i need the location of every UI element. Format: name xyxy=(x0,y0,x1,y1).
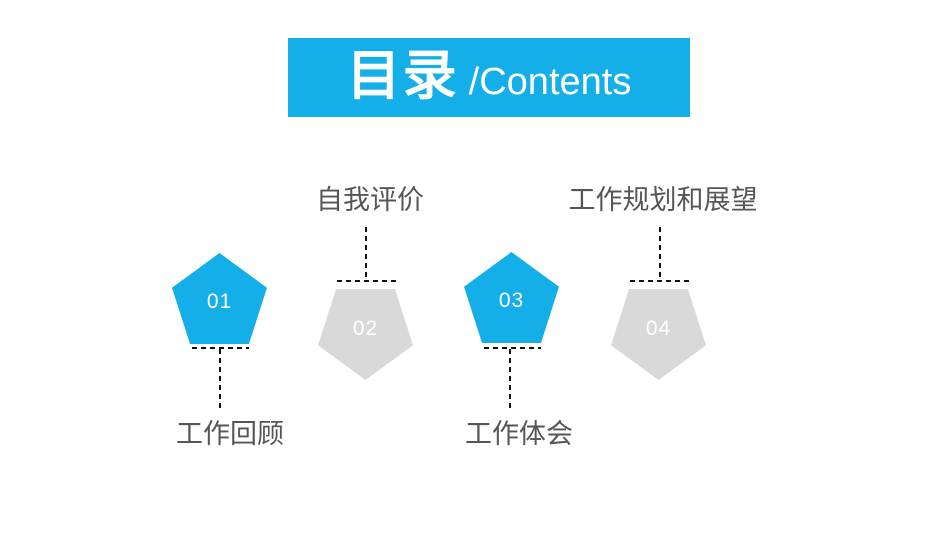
toc-item-04-label: 工作规划和展望 xyxy=(568,185,758,215)
toc-item-03-pentagon: 03 xyxy=(464,252,559,343)
toc-item-03-connector-vertical xyxy=(509,349,511,409)
toc-item-01-connector-vertical xyxy=(219,349,221,409)
toc-item-03-label: 工作体会 xyxy=(465,419,573,449)
contents-header-banner: 目录 /Contents xyxy=(288,38,690,117)
contents-title-en: /Contents xyxy=(468,61,632,103)
contents-title-cn: 目录 xyxy=(346,46,459,106)
toc-item-01-pentagon: 01 xyxy=(172,253,267,344)
toc-item-01-label: 工作回顾 xyxy=(176,419,284,449)
toc-item-02-label: 自我评价 xyxy=(316,185,424,215)
toc-item-04-connector-horizontal xyxy=(630,280,689,282)
toc-item-02-number: 02 xyxy=(352,316,379,340)
toc-item-04-pentagon: 04 xyxy=(611,289,706,380)
toc-item-01-connector-horizontal xyxy=(192,347,249,349)
toc-item-03-number: 03 xyxy=(498,288,525,312)
toc-item-04-connector-vertical xyxy=(659,227,661,281)
toc-item-04-number: 04 xyxy=(645,316,672,340)
toc-item-01-number: 01 xyxy=(206,289,233,313)
toc-item-02-connector-horizontal xyxy=(337,280,396,282)
toc-item-03-connector-horizontal xyxy=(484,347,541,349)
toc-item-02-connector-vertical xyxy=(365,227,367,281)
toc-item-02-pentagon: 02 xyxy=(318,289,413,380)
